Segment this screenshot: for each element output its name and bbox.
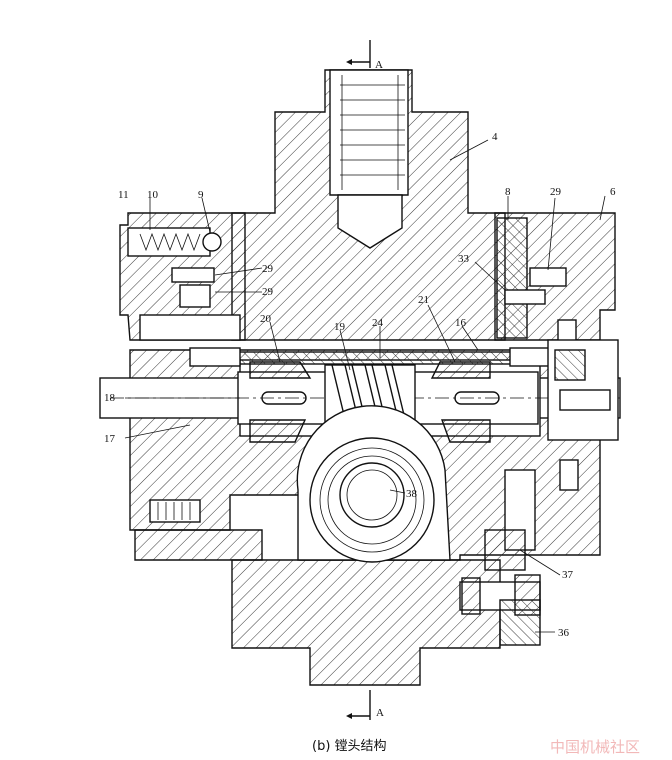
label-24: 24 bbox=[372, 317, 384, 329]
top-bore bbox=[329, 69, 409, 249]
label-29-b: 29 bbox=[262, 286, 274, 298]
bottom-screw bbox=[459, 529, 541, 646]
leader-lines bbox=[124, 139, 606, 633]
label-33: 33 bbox=[458, 253, 470, 265]
label-29-c: 29 bbox=[550, 186, 562, 198]
label-37: 37 bbox=[562, 569, 574, 581]
figure-caption: (b) 镗头结构 bbox=[312, 739, 387, 754]
label-17: 17 bbox=[104, 433, 116, 445]
section-mark-bottom: A bbox=[376, 707, 384, 719]
label-10: 10 bbox=[147, 189, 159, 201]
label-29-a: 29 bbox=[262, 263, 274, 275]
section-marks bbox=[346, 40, 371, 720]
watermark: 中国机械社区 bbox=[550, 738, 640, 756]
label-19: 19 bbox=[334, 321, 346, 333]
part-labels: 4 11 10 9 29 29 8 29 6 33 20 19 24 21 16… bbox=[104, 131, 616, 639]
label-21: 21 bbox=[418, 294, 429, 306]
label-20: 20 bbox=[260, 313, 272, 325]
label-8: 8 bbox=[505, 186, 511, 198]
section-mark-top: A bbox=[375, 59, 383, 71]
label-4: 4 bbox=[492, 131, 498, 143]
bearings bbox=[249, 361, 491, 443]
label-18: 18 bbox=[104, 392, 116, 404]
label-9: 9 bbox=[198, 189, 204, 201]
right-block bbox=[496, 217, 577, 343]
label-36: 36 bbox=[558, 627, 570, 639]
label-38: 38 bbox=[406, 488, 418, 500]
worm-wheel bbox=[296, 405, 451, 563]
spring-detent bbox=[127, 227, 241, 523]
label-6: 6 bbox=[610, 186, 616, 198]
label-11: 11 bbox=[118, 189, 129, 201]
label-16: 16 bbox=[455, 317, 467, 329]
